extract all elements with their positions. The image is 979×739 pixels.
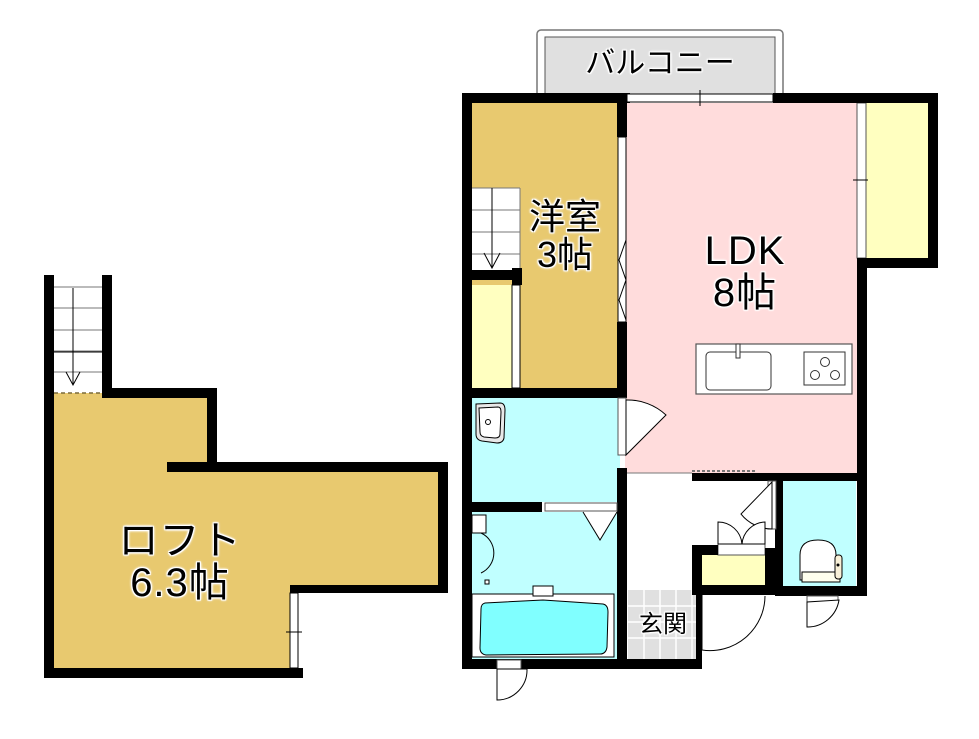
shoe-cabinet bbox=[700, 555, 765, 585]
toilet-outer-door bbox=[806, 595, 840, 628]
balcony-label: バルコニー bbox=[545, 48, 775, 80]
shoe-cabinet-doors bbox=[717, 521, 766, 545]
bathroom-door bbox=[544, 502, 618, 541]
entrance-label: 玄関 bbox=[626, 612, 700, 637]
western-room-door bbox=[617, 136, 627, 323]
balcony-window bbox=[626, 90, 774, 106]
toilet bbox=[799, 539, 843, 583]
western-room-name: 洋室 bbox=[528, 196, 601, 237]
bathtub bbox=[471, 585, 615, 658]
ldk-name: LDK bbox=[704, 229, 786, 273]
ldk-floor bbox=[625, 103, 857, 473]
washroom-door bbox=[617, 397, 667, 457]
loft-ladder-main bbox=[472, 187, 521, 270]
toilet-room-door bbox=[740, 480, 777, 530]
western-room-size: 3帖 bbox=[536, 233, 594, 275]
washbasin bbox=[475, 402, 506, 444]
three-burner-stove bbox=[803, 351, 846, 386]
loft-size: 6.3帖 bbox=[130, 561, 230, 605]
washing-machine-space bbox=[471, 514, 495, 585]
entrance-label-text: 玄関 bbox=[639, 611, 687, 638]
balcony bbox=[536, 29, 784, 101]
balcony-label-text: バルコニー bbox=[585, 47, 735, 80]
loft bbox=[44, 275, 448, 678]
ldk-label: LDK 8帖 bbox=[660, 230, 830, 314]
kitchen-counter bbox=[695, 343, 853, 395]
ldk-size: 8帖 bbox=[712, 271, 778, 315]
entrance-tile bbox=[628, 590, 698, 659]
walls-main bbox=[462, 93, 938, 669]
entry-door bbox=[701, 595, 766, 652]
loft-name: ロフト bbox=[118, 519, 242, 563]
loft-label: ロフト 6.3帖 bbox=[95, 520, 265, 604]
western-room-label: 洋室 3帖 bbox=[500, 198, 630, 274]
ldk-closet bbox=[866, 103, 928, 258]
western-room-closet bbox=[472, 285, 512, 388]
bath-outer-door bbox=[496, 659, 528, 701]
